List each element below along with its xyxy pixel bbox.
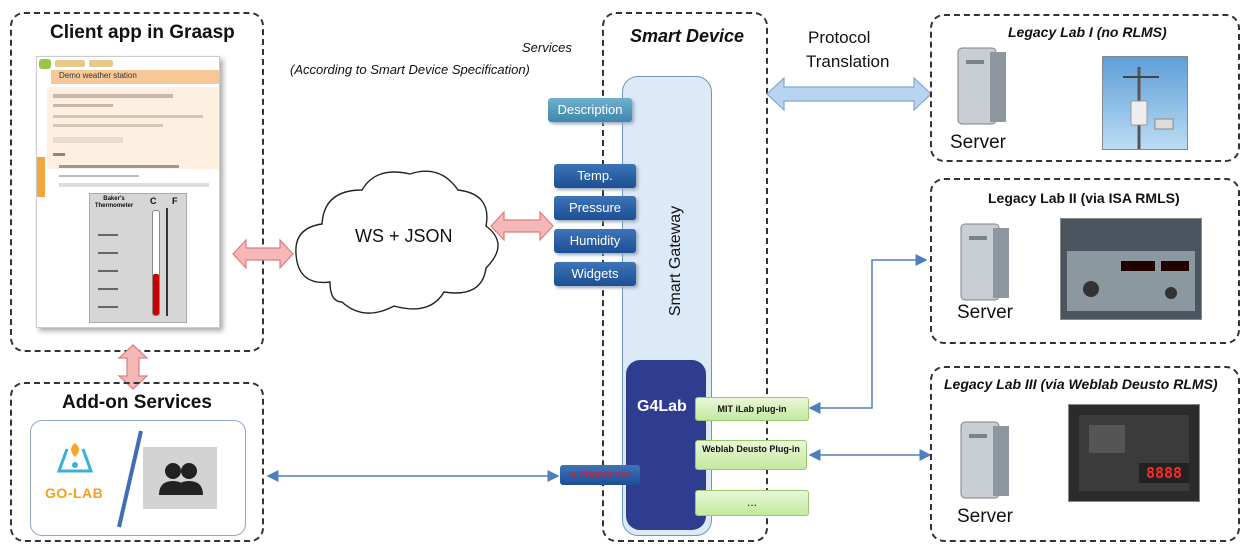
app-header-bar <box>51 70 219 84</box>
thermometer-title: Baker's Thermometer <box>94 196 134 209</box>
plugin-weblab-deusto[interactable]: Weblab Deusto Plug-in <box>695 440 807 470</box>
legacy-lab-1-box <box>930 14 1240 162</box>
weather-station-photo <box>1102 56 1188 150</box>
fpga-board-photo: 8888 <box>1068 404 1200 502</box>
seven-segment-display: 8888 <box>1145 464 1183 482</box>
plugin-more[interactable]: ... <box>695 490 809 516</box>
server-2-icon <box>960 223 1009 301</box>
users-icon-tile <box>143 447 217 509</box>
g4lab-label: G4Lab <box>637 398 687 415</box>
services-note-line1: Services <box>522 40 572 55</box>
legacy-lab-3-box <box>930 366 1240 542</box>
addon-services-box <box>10 382 264 542</box>
legacy-lab-2-box <box>930 178 1240 344</box>
service-humidity[interactable]: Humidity <box>554 229 636 253</box>
lab-equipment-photo <box>1060 218 1202 320</box>
server-1-label: Server <box>950 132 1006 153</box>
ws-json-cloud <box>295 170 499 314</box>
legacy-lab-2-title: Legacy Lab II (via ISA RMLS) <box>988 190 1180 206</box>
smart-device-title: Smart Device <box>630 26 745 46</box>
client-cloud-arrow <box>232 238 294 270</box>
client-app-screenshot: Demo weather station Baker's Thermometer… <box>36 56 220 328</box>
go-lab-logo-text: GO-LAB <box>45 485 104 501</box>
app-header-text: Demo weather station <box>59 71 137 80</box>
legacy-lab-1-title: Legacy Lab I (no RLMS) <box>1008 24 1167 40</box>
services-note-line2: (According to Smart Device Specification… <box>290 62 530 77</box>
service-pressure[interactable]: Pressure <box>554 196 636 220</box>
go-lab-logo-icon <box>56 443 94 473</box>
client-app-title: Client app in Graasp <box>50 22 235 43</box>
protocol-line1: Protocol <box>808 28 871 47</box>
plugin-mit-ilab[interactable]: MIT iLab plug-in <box>695 397 809 421</box>
server-3-icon <box>960 421 1009 499</box>
client-addon-arrow <box>117 344 149 390</box>
service-temp[interactable]: Temp. <box>554 164 636 188</box>
g4lab-block <box>626 360 706 530</box>
graasp-logo-icon <box>39 59 51 69</box>
scale-c-label: C <box>150 196 157 206</box>
protocol-line2: Translation <box>806 52 890 71</box>
thermometer-widget: Baker's Thermometer C F <box>89 193 187 323</box>
cloud-gateway-arrow <box>490 210 554 242</box>
server-1-icon <box>957 47 1006 125</box>
scale-f-label: F <box>172 196 178 206</box>
addon-services-title: Add-on Services <box>62 392 212 413</box>
legacy-lab-3-title: Legacy Lab III (via Weblab Deusto RLMS) <box>944 376 1218 392</box>
service-description[interactable]: Description <box>548 98 632 122</box>
cloud-label: WS + JSON <box>355 226 453 246</box>
addon-services-panel: GO-LAB <box>30 420 246 536</box>
server-2-label: Server <box>957 302 1013 323</box>
users-icon <box>159 463 203 495</box>
divider-slash <box>117 430 143 528</box>
authenticate-service[interactable]: authenticate <box>560 465 640 485</box>
server-3-label: Server <box>957 506 1013 527</box>
service-widgets[interactable]: Widgets <box>554 262 636 286</box>
